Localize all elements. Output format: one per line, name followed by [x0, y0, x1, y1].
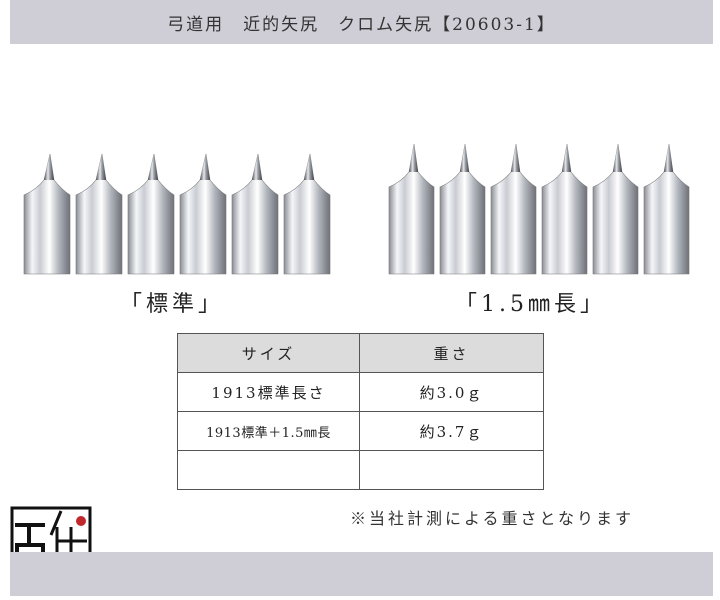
arrowheads-standard-image — [23, 153, 331, 275]
table-row: 1913標準＋1.5㎜長 約3.7ｇ — [177, 411, 544, 451]
table-row — [177, 450, 544, 490]
arrowhead-3 — [127, 153, 175, 275]
arrowheads-long-image — [388, 143, 690, 275]
arrowhead-6 — [643, 143, 690, 275]
arrowheads-long-photo — [385, 140, 695, 280]
arrowhead-6 — [283, 153, 331, 275]
arrowhead-4 — [541, 143, 588, 275]
header-size: サイズ — [177, 333, 360, 373]
cell-size: 1913標準長さ — [177, 372, 360, 412]
cell-weight — [359, 450, 544, 490]
table-header-row: サイズ 重さ — [177, 333, 544, 373]
cell-weight: 約3.0ｇ — [359, 372, 544, 412]
caption-standard: 「標準」 — [120, 292, 225, 317]
arrowhead-1 — [388, 143, 435, 275]
arrowhead-4 — [179, 153, 227, 275]
arrowhead-3 — [490, 143, 537, 275]
spec-table: サイズ 重さ 1913標準長さ 約3.0ｇ 1913標準＋1.5㎜長 約3.7ｇ — [177, 333, 544, 490]
arrowhead-2 — [75, 153, 123, 275]
cell-size — [177, 450, 360, 490]
weight-note: ※当社計測による重さとなります — [350, 509, 635, 528]
page-title: 弓道用 近的矢尻 クロム矢尻【20603-1】 — [167, 14, 556, 35]
arrowhead-5 — [231, 153, 279, 275]
cell-weight: 約3.7ｇ — [359, 411, 544, 451]
cell-size: 1913標準＋1.5㎜長 — [177, 411, 360, 451]
arrowhead-2 — [439, 143, 486, 275]
title-bar: 弓道用 近的矢尻 クロム矢尻【20603-1】 — [10, 0, 713, 44]
caption-long: 「1.5㎜長」 — [455, 292, 606, 317]
arrowheads-standard-photo — [20, 140, 332, 280]
table-row: 1913標準長さ 約3.0ｇ — [177, 372, 544, 412]
arrowhead-1 — [23, 153, 71, 275]
footer-bar — [10, 552, 713, 596]
arrowhead-5 — [592, 143, 639, 275]
header-weight: 重さ — [359, 333, 544, 373]
